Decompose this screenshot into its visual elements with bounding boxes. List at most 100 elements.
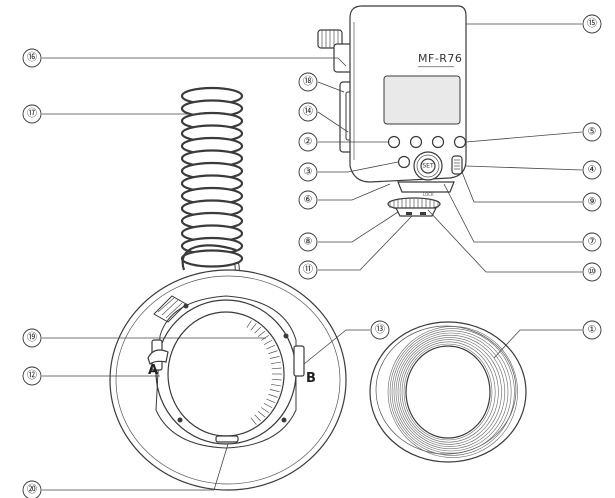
function-button-2[interactable] [409, 135, 423, 149]
svg-text:⑳: ⑳ [27, 484, 37, 496]
thread-line [257, 411, 266, 418]
thread-line [260, 407, 270, 413]
adapter-thread-ring [395, 334, 506, 450]
svg-text:④: ④ [588, 165, 597, 176]
svg-text:③: ③ [304, 167, 313, 178]
ring-flash: A B [109, 269, 347, 491]
release-button[interactable] [147, 349, 169, 365]
model-label: MF-R76 [418, 52, 462, 65]
callout-9: ⑨ [582, 192, 602, 212]
callout-11: ⑪ [298, 260, 318, 280]
coil-end [181, 244, 237, 271]
thread-line [263, 403, 273, 409]
callout-8: ⑧ [298, 232, 318, 252]
set-button[interactable] [420, 158, 436, 174]
function-button-3[interactable] [431, 135, 445, 149]
callout-1: ① [582, 320, 602, 340]
thread-line [266, 344, 276, 350]
callout-18: ⑱ [298, 72, 318, 92]
mark-b: B [306, 371, 316, 386]
callout-16: ⑯ [22, 48, 42, 68]
callout-14: ⑭ [298, 102, 318, 122]
svg-text:⑰: ⑰ [27, 108, 37, 120]
callout-13: ⑬ [370, 320, 390, 340]
adapter-thread-ring [389, 328, 515, 456]
thread-line [271, 367, 282, 370]
function-button-1[interactable] [387, 135, 401, 149]
callout-12: ⑫ [22, 366, 42, 386]
callout-4: ④ [582, 160, 602, 180]
thread-line [250, 417, 257, 425]
power-switch[interactable] [451, 155, 463, 175]
callout-19: ⑲ [22, 328, 42, 348]
mode-button[interactable] [397, 155, 411, 169]
adapter-thread-ring [391, 330, 512, 454]
mounting-foot-neck [397, 181, 455, 193]
thread-line [269, 355, 280, 359]
svg-text:⑮: ⑮ [587, 18, 597, 30]
callout-20: ⑳ [22, 480, 42, 498]
lens-adapter-thread [167, 311, 285, 437]
adapter-inner-thread [405, 345, 491, 439]
screw [283, 333, 289, 339]
svg-text:⑯: ⑯ [27, 52, 37, 64]
function-button-4[interactable] [453, 135, 467, 149]
svg-text:⑨: ⑨ [588, 197, 597, 208]
thread-line [263, 339, 273, 345]
svg-text:⑭: ⑭ [303, 106, 313, 118]
thread-line [268, 393, 278, 398]
svg-text:⑧: ⑧ [304, 237, 313, 248]
svg-text:⑩: ⑩ [588, 267, 597, 278]
adapter-thread-ring [403, 343, 493, 441]
lock-label: LOCK [423, 192, 434, 197]
leader-lines [42, 23, 583, 491]
svg-text:⑱: ⑱ [303, 76, 313, 88]
callout-2: ② [298, 132, 318, 152]
function-buttons [387, 135, 467, 149]
thread-line [250, 323, 257, 331]
svg-text:⑫: ⑫ [27, 370, 37, 382]
adapter-thread-ring [393, 332, 509, 452]
adapter-thread-ring [401, 341, 496, 443]
thread-lines [246, 320, 282, 425]
callout-5: ⑤ [582, 122, 602, 142]
release-tab[interactable] [215, 435, 239, 443]
adapter-thread-ring [399, 339, 499, 445]
bayonet-mount [155, 295, 297, 449]
vent-grille [153, 295, 187, 323]
thread-line [257, 330, 266, 337]
flash-controller: MF-R76 SET LOCK [317, 5, 467, 217]
thread-line [254, 326, 262, 334]
callout-15: ⑮ [582, 14, 602, 34]
thread-line [254, 414, 262, 422]
flash-tube-b [293, 345, 305, 377]
thread-line [269, 389, 280, 393]
thread-line [271, 383, 281, 387]
mark-a: A [148, 363, 158, 378]
thread-line [268, 350, 278, 355]
coil-loop [180, 249, 244, 268]
thread-line [271, 378, 282, 381]
thread-line [246, 320, 252, 328]
screw [177, 417, 183, 423]
svg-text:⑲: ⑲ [27, 332, 37, 344]
callout-17: ⑰ [22, 104, 42, 124]
callout-6: ⑥ [298, 190, 318, 210]
svg-text:⑤: ⑤ [588, 127, 597, 138]
svg-text:⑥: ⑥ [304, 195, 313, 206]
callouts: ① ② ③ ④ ⑤ ⑥ ⑦ ⑧ ⑨ ⑩ ⑪ ⑫ ⑬ ⑭ ⑮ ⑯ ⑰ ⑱ ⑲ ⑳ [22, 14, 602, 498]
adapter-thread-lines [387, 326, 518, 458]
svg-text:②: ② [304, 137, 313, 148]
adapter-thread-ring [397, 337, 502, 447]
lcd-screen [383, 75, 461, 125]
thread-line [266, 398, 276, 404]
callout-3: ③ [298, 162, 318, 182]
adapter-thread-ring [387, 326, 518, 458]
set-label: SET [422, 163, 434, 170]
svg-text:⑬: ⑬ [375, 324, 385, 336]
svg-text:①: ① [588, 325, 597, 336]
lens-adapter-ring [369, 321, 527, 463]
screw [281, 417, 287, 423]
thread-line [271, 361, 281, 365]
